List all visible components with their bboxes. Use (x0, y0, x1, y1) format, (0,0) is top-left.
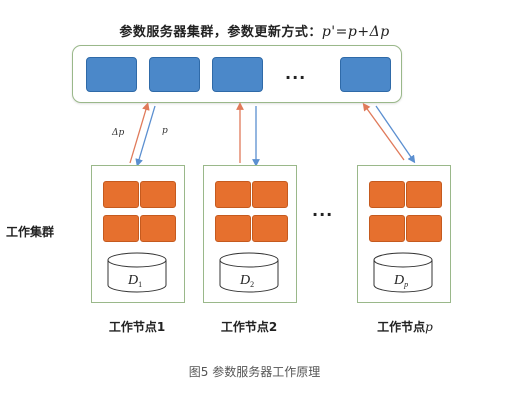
database-icon: D2 (219, 252, 279, 293)
task-block (140, 181, 176, 208)
diagram-title: 参数服务器集群，参数更新方式：p'=p+Δp (0, 21, 509, 40)
arrow-down-worker-1 (135, 105, 156, 167)
task-block (252, 215, 288, 242)
task-block (406, 215, 442, 242)
task-block (369, 181, 405, 208)
server-3 (212, 57, 263, 92)
arrow-up-worker-p (362, 102, 405, 161)
p-label: p (162, 126, 168, 136)
server-2 (149, 57, 200, 92)
task-block (140, 215, 176, 242)
task-block (369, 215, 405, 242)
arrow-up-worker-1 (129, 102, 150, 164)
arrow-down-worker-p (375, 105, 416, 164)
worker-cluster-label: 工作集群 (6, 225, 55, 239)
figure-caption: 图5 参数服务器工作原理 (188, 365, 321, 379)
task-block (252, 181, 288, 208)
title-text: 参数服务器集群，参数更新方式： (119, 25, 322, 40)
task-block (103, 215, 139, 242)
storage-label-d2: D2 (239, 273, 254, 289)
task-block (215, 181, 251, 208)
task-block (215, 215, 251, 242)
server-n (340, 57, 391, 92)
database-icon: D1 (107, 252, 167, 293)
database-icon: Dp (373, 252, 433, 293)
storage-label-dp: Dp (393, 273, 408, 289)
server-ellipsis: ... (285, 64, 307, 83)
update-formula: p'=p+Δp (321, 24, 390, 40)
server-1 (86, 57, 137, 92)
storage-label-d1: D1 (127, 273, 142, 289)
worker-label-2: 工作节点2 (220, 320, 278, 334)
worker-ellipsis: ... (312, 201, 334, 220)
worker-label-p: 工作节点p (377, 320, 433, 334)
task-block (103, 181, 139, 208)
delta-p-label: Δp (112, 128, 125, 138)
task-block (406, 181, 442, 208)
worker-label-1: 工作节点1 (108, 320, 166, 334)
